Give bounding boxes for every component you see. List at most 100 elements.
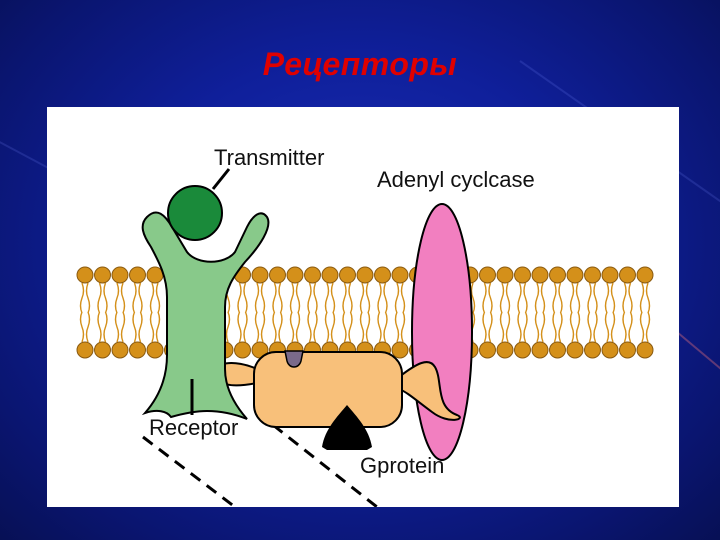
lipid-tail bbox=[482, 282, 487, 343]
lipid-head bbox=[321, 266, 339, 284]
lipid-tail bbox=[254, 282, 260, 343]
lipid-head bbox=[601, 266, 619, 284]
lipid-tail bbox=[79, 282, 85, 343]
lipid-head bbox=[514, 341, 531, 359]
adenyl-cyclase-shape bbox=[411, 203, 473, 461]
transmitter-pointer bbox=[211, 168, 231, 190]
membrane-receptor-diagram: Transmitter Adenyl cyclcase Receptor Gpr… bbox=[76, 145, 654, 507]
lipid-tail bbox=[622, 282, 627, 343]
lipid-tail bbox=[587, 282, 592, 343]
lipid-head bbox=[636, 266, 654, 284]
lipid-head bbox=[269, 266, 286, 284]
lipid-head bbox=[636, 341, 654, 359]
lipid-tail bbox=[523, 282, 528, 343]
lipid-tail bbox=[289, 282, 295, 343]
lipid-head bbox=[76, 266, 94, 284]
lipid-head bbox=[234, 341, 251, 359]
lipid-head bbox=[566, 266, 584, 284]
lipid-head bbox=[76, 341, 94, 359]
lipid-head bbox=[496, 341, 514, 359]
lipid-tail bbox=[85, 282, 91, 343]
lipid-tail bbox=[383, 282, 388, 343]
lipid-tail bbox=[604, 282, 610, 343]
lipid-tail bbox=[132, 282, 137, 343]
lipid-tail bbox=[272, 282, 277, 343]
lipid-head bbox=[496, 266, 514, 284]
lipid-head bbox=[129, 266, 146, 284]
lipid-tail bbox=[645, 282, 651, 343]
lipid-heads bbox=[76, 266, 654, 359]
lipid-tail bbox=[517, 282, 522, 343]
lipid-tail bbox=[114, 282, 120, 343]
lipid-tail bbox=[575, 282, 581, 343]
lipid-head bbox=[374, 266, 391, 284]
lipid-head bbox=[584, 266, 601, 284]
lipid-head bbox=[619, 341, 636, 359]
lipid-tail bbox=[534, 282, 540, 343]
lipid-head bbox=[514, 266, 531, 284]
lipid-tail bbox=[307, 282, 312, 343]
lipid-head bbox=[549, 266, 566, 284]
receptor-shape bbox=[141, 211, 270, 420]
lipid-tail bbox=[499, 282, 505, 343]
lipid-head bbox=[339, 266, 356, 284]
adenyl-cyclase-label: Adenyl cyclcase bbox=[377, 167, 535, 192]
lipid-tail bbox=[295, 282, 301, 343]
lipid-head bbox=[286, 266, 304, 284]
lipid-tail bbox=[149, 282, 155, 343]
lipid-tail bbox=[558, 282, 563, 343]
transmitter-label: Transmitter bbox=[214, 145, 324, 170]
lipid-head bbox=[531, 341, 549, 359]
lipid-head bbox=[479, 341, 496, 359]
lipid-head bbox=[146, 341, 164, 359]
lipid-tail bbox=[569, 282, 575, 343]
lipid-tail bbox=[138, 282, 143, 343]
lipid-tail bbox=[552, 282, 557, 343]
lipid-head bbox=[251, 266, 269, 284]
lipid-tail bbox=[278, 282, 283, 343]
gprotein-black-subunit bbox=[322, 405, 372, 450]
lipid-tail bbox=[359, 282, 365, 343]
lipid-tail bbox=[348, 282, 353, 343]
lipid-tail bbox=[628, 282, 633, 343]
slide-title: Рецепторы bbox=[262, 46, 458, 82]
lipid-tail bbox=[540, 282, 546, 343]
lipid-head bbox=[479, 266, 496, 284]
lipid-head bbox=[304, 266, 321, 284]
lipid-tail bbox=[377, 282, 382, 343]
lipid-head bbox=[356, 266, 374, 284]
lipid-tail bbox=[610, 282, 616, 343]
gprotein-shape bbox=[213, 350, 461, 450]
gprotein-label: Gprotein bbox=[360, 453, 444, 478]
lipid-tail bbox=[97, 282, 102, 343]
lipid-tail bbox=[155, 282, 161, 343]
lipid-head bbox=[391, 341, 409, 359]
lipid-head bbox=[531, 266, 549, 284]
lipid-head bbox=[549, 341, 566, 359]
dashed-line-left bbox=[142, 435, 236, 507]
lipid-head bbox=[111, 266, 129, 284]
diagram-panel: Transmitter Adenyl cyclcase Receptor Gpr… bbox=[47, 107, 679, 507]
receptor-label: Receptor bbox=[149, 415, 238, 440]
dashed-line-right bbox=[272, 423, 378, 507]
lipid-head bbox=[601, 341, 619, 359]
lipid-head bbox=[94, 266, 111, 284]
lipid-tail bbox=[324, 282, 330, 343]
lipid-tail bbox=[260, 282, 266, 343]
lipid-head bbox=[391, 266, 409, 284]
lipid-tail bbox=[237, 282, 242, 343]
lipid-tail bbox=[505, 282, 511, 343]
lipid-head bbox=[94, 341, 111, 359]
lipid-tail bbox=[639, 282, 645, 343]
lipid-tail bbox=[313, 282, 318, 343]
lipid-head bbox=[146, 266, 164, 284]
lipid-head bbox=[584, 341, 601, 359]
lipid-tail bbox=[342, 282, 347, 343]
lipid-tail bbox=[488, 282, 493, 343]
lipid-head bbox=[566, 341, 584, 359]
transmitter-shape bbox=[167, 185, 223, 241]
lipid-head bbox=[111, 341, 129, 359]
lipid-tail bbox=[120, 282, 126, 343]
lipid-tail bbox=[400, 282, 406, 343]
lipid-tail bbox=[330, 282, 336, 343]
